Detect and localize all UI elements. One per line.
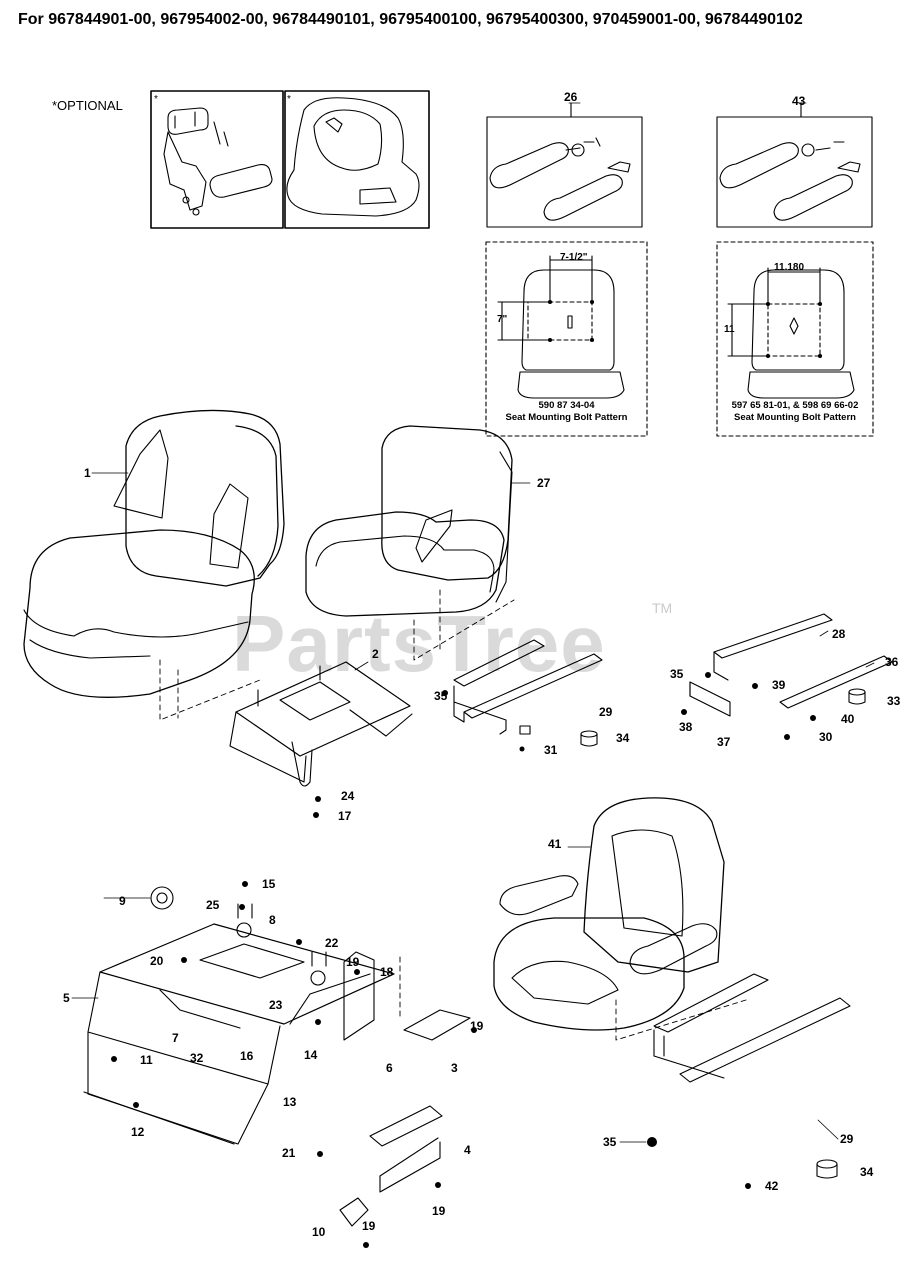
optional-armrest-kit bbox=[150, 90, 284, 229]
callout-29a: 29 bbox=[599, 705, 613, 719]
seat-plate-2 bbox=[229, 661, 413, 787]
callout-40: 40 bbox=[841, 712, 855, 726]
seat-41 bbox=[493, 797, 725, 1031]
callout-15: 15 bbox=[262, 877, 276, 891]
bolt-pattern-2-width: 11.180 bbox=[774, 262, 805, 273]
hardware-fasteners bbox=[111, 672, 816, 1248]
callout-3: 3 bbox=[451, 1061, 458, 1075]
callout-leaders bbox=[71, 102, 875, 1143]
callout-18: 18 bbox=[380, 965, 394, 979]
watermark-trademark: TM bbox=[652, 600, 673, 616]
callout-42: 42 bbox=[765, 1179, 779, 1193]
callout-24: 24 bbox=[341, 789, 355, 803]
pivot-assembly-3-4-6 bbox=[339, 951, 471, 1227]
callout-36: 36 bbox=[885, 655, 899, 669]
callout-38: 38 bbox=[679, 720, 693, 734]
callout-34b: 34 bbox=[860, 1165, 874, 1179]
callout-31: 31 bbox=[544, 743, 558, 757]
callout-2: 2 bbox=[372, 647, 379, 661]
optional-label: *OPTIONAL bbox=[52, 98, 123, 113]
callout-27: 27 bbox=[537, 476, 551, 490]
callout-37: 37 bbox=[717, 735, 731, 749]
alignment-lines bbox=[159, 589, 747, 1041]
callout-33: 33 bbox=[887, 694, 901, 708]
callout-8: 8 bbox=[269, 913, 276, 927]
callout-19b: 19 bbox=[470, 1019, 484, 1033]
callout-35a: 35 bbox=[434, 689, 448, 703]
seat-slide-28-36-37 bbox=[689, 613, 893, 717]
bolt-pattern-1-height: 7" bbox=[497, 314, 508, 325]
callout-25: 25 bbox=[206, 898, 220, 912]
callout-26: 26 bbox=[564, 90, 578, 104]
callout-13: 13 bbox=[283, 1095, 297, 1109]
callout-23: 23 bbox=[269, 998, 283, 1012]
optional-mark-2: * bbox=[287, 94, 291, 105]
callout-14: 14 bbox=[304, 1048, 318, 1062]
callout-35c: 35 bbox=[603, 1135, 617, 1149]
seat-1 bbox=[23, 409, 285, 698]
callout-19c: 19 bbox=[432, 1204, 446, 1218]
seat-slide-29-upper bbox=[453, 639, 603, 735]
bolt-pattern-2-part-number: 597 65 81-01, & 598 69 66-02 bbox=[731, 400, 859, 411]
optional-seat-pan bbox=[284, 90, 430, 229]
callout-1: 1 bbox=[84, 466, 91, 480]
bolt-pattern-box-1 bbox=[485, 241, 648, 437]
seat-frame-5 bbox=[83, 903, 395, 1145]
callout-12: 12 bbox=[131, 1125, 145, 1139]
armrest-set-26 bbox=[486, 102, 643, 228]
callout-4: 4 bbox=[464, 1143, 471, 1157]
callout-19a: 19 bbox=[346, 955, 360, 969]
callout-17: 17 bbox=[338, 809, 352, 823]
bolt-pattern-1-part-number: 590 87 34-04 bbox=[538, 400, 595, 411]
rubber-bumpers bbox=[150, 688, 866, 1179]
model-list-header: For 967844901-00, 967954002-00, 96784490… bbox=[18, 11, 803, 28]
callout-5: 5 bbox=[63, 991, 70, 1005]
callout-22: 22 bbox=[325, 936, 339, 950]
bolt-pattern-box-2 bbox=[716, 241, 874, 437]
callout-39: 39 bbox=[772, 678, 786, 692]
callout-21: 21 bbox=[282, 1146, 296, 1160]
callout-32: 32 bbox=[190, 1051, 204, 1065]
bolt-pattern-2-title: Seat Mounting Bolt Pattern bbox=[734, 412, 856, 423]
bolt-pattern-1-title: Seat Mounting Bolt Pattern bbox=[505, 412, 628, 423]
callout-16: 16 bbox=[240, 1049, 254, 1063]
callout-9: 9 bbox=[119, 894, 126, 908]
bolt-pattern-2-height: 11 bbox=[724, 324, 735, 335]
callout-20: 20 bbox=[150, 954, 164, 968]
callout-35b: 35 bbox=[670, 667, 684, 681]
seat-slide-29-lower bbox=[653, 973, 851, 1083]
callout-11: 11 bbox=[140, 1053, 153, 1067]
callout-6: 6 bbox=[386, 1061, 393, 1075]
armrest-set-43 bbox=[716, 102, 873, 228]
callout-30: 30 bbox=[819, 730, 833, 744]
callout-28: 28 bbox=[832, 627, 846, 641]
callout-43: 43 bbox=[792, 94, 806, 108]
optional-mark-1: * bbox=[154, 94, 158, 105]
callout-10: 10 bbox=[312, 1225, 326, 1239]
bolt-pattern-1-width: 7-1/2" bbox=[560, 252, 588, 263]
callout-29b: 29 bbox=[840, 1132, 854, 1146]
callout-34a: 34 bbox=[616, 731, 630, 745]
callout-19d: 19 bbox=[362, 1219, 376, 1233]
callout-7: 7 bbox=[172, 1031, 179, 1045]
callout-41: 41 bbox=[548, 837, 562, 851]
seat-27 bbox=[305, 425, 513, 617]
